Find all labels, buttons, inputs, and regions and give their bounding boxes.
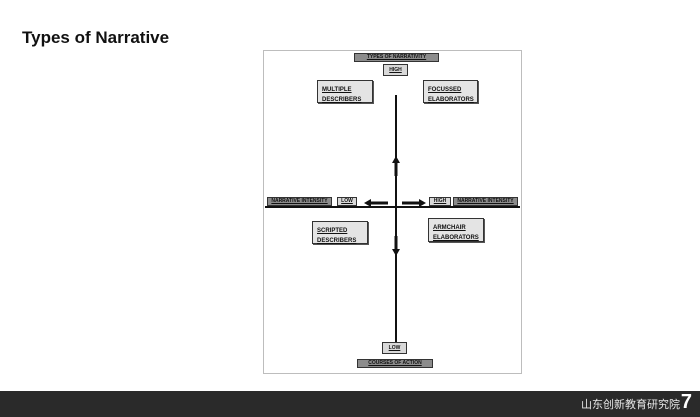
right-high-label: HIGH bbox=[429, 197, 451, 206]
quadrant-line: ARMCHAIR bbox=[433, 225, 466, 231]
quadrant-scripted-describers: SCRIPTED DESCRIBERS bbox=[312, 221, 368, 244]
quadrant-line: DESCRIBERS bbox=[317, 238, 357, 244]
page-number: 7 bbox=[680, 391, 692, 413]
arrow-up-icon bbox=[392, 156, 400, 176]
quadrant-armchair-elaborators: ARMCHAIR ELABORATORS bbox=[428, 218, 484, 242]
footer-institution: 山东创新教育研究院 bbox=[581, 398, 680, 411]
quadrant-line: DESCRIBERS bbox=[322, 97, 362, 103]
quadrant-line: FOCUSSED bbox=[428, 87, 462, 93]
quadrant-line: SCRIPTED bbox=[317, 228, 348, 234]
top-axis-title: TYPES OF NARRATIVITY bbox=[354, 53, 439, 62]
slide-title: Types of Narrative bbox=[22, 28, 170, 47]
arrow-left-icon bbox=[364, 199, 388, 207]
right-axis-title: NARRATIVE INTENSITY bbox=[453, 197, 518, 206]
horizontal-axis bbox=[265, 206, 520, 208]
footer-bar bbox=[0, 391, 700, 417]
top-high-label: HIGH bbox=[383, 64, 408, 76]
quadrant-line: ELABORATORS bbox=[433, 235, 479, 241]
arrow-right-icon bbox=[402, 199, 426, 207]
quadrant-focussed-elaborators: FOCUSSED ELABORATORS bbox=[423, 80, 478, 103]
vertical-axis bbox=[395, 95, 397, 350]
quadrant-multiple-describers: MULTIPLE DESCRIBERS bbox=[317, 80, 373, 103]
quadrant-line: MULTIPLE bbox=[322, 87, 352, 93]
left-low-label: LOW bbox=[337, 197, 357, 206]
bottom-low-label: LOW bbox=[382, 342, 407, 354]
diagram-frame bbox=[263, 50, 522, 374]
bottom-axis-title: COURSES OF ACTION bbox=[357, 359, 433, 368]
left-axis-title: NARRATIVE INTENSITY bbox=[267, 197, 332, 206]
quadrant-line: ELABORATORS bbox=[428, 97, 474, 103]
arrow-down-icon bbox=[392, 236, 400, 256]
